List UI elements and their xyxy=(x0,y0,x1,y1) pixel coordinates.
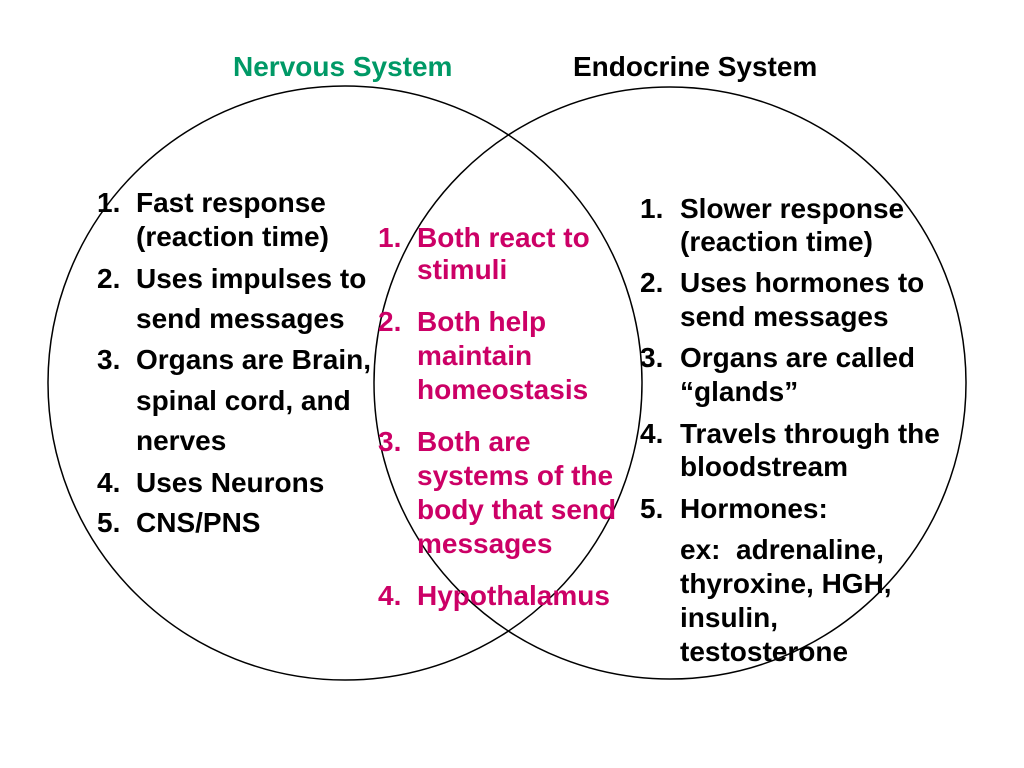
nervous-item-1-line-1: Fast response xyxy=(136,187,326,218)
shared-item-2-line-2: maintain xyxy=(417,340,533,371)
shared-item-1-number: 1. xyxy=(378,222,402,253)
shared-item-3-line-3: body that send xyxy=(417,494,617,525)
shared-item-2-line-3: homeostasis xyxy=(417,374,589,405)
endocrine-item-1-line-2: (reaction time) xyxy=(680,226,873,257)
nervous-item-2-number: 2. xyxy=(97,263,121,294)
shared-item-4-line-1: Hypothalamus xyxy=(417,580,610,611)
shared-item-3-line-2: systems of the xyxy=(417,460,614,491)
endocrine-system-title: Endocrine System xyxy=(573,51,818,82)
endocrine-item-5-line-1: Hormones: xyxy=(680,493,828,524)
endocrine-item-5-number: 5. xyxy=(640,493,664,524)
nervous-system-title: Nervous System xyxy=(233,51,453,82)
endocrine-system-circle xyxy=(373,86,967,680)
endocrine-item-1-line-1: Slower response xyxy=(680,193,905,224)
shared-item-3-line-4: messages xyxy=(417,528,553,559)
endocrine-item-2-number: 2. xyxy=(640,267,664,298)
nervous-item-3-number: 3. xyxy=(97,344,121,375)
shared-item-2-line-1: Both help xyxy=(417,306,547,337)
endocrine-item-4-line-1: Travels through the xyxy=(680,418,940,449)
endocrine-item-3-line-2: “glands” xyxy=(680,376,799,407)
endocrine-item-4-line-2: bloodstream xyxy=(680,451,849,482)
endocrine-item-3-number: 3. xyxy=(640,342,664,373)
nervous-item-3-line-3: nerves xyxy=(136,425,227,456)
endocrine-item-3-line-1: Organs are called xyxy=(680,342,916,373)
nervous-item-2-line-1: Uses impulses to xyxy=(136,263,367,294)
nervous-item-4-line-1: Uses Neurons xyxy=(136,467,325,498)
shared-item-3-line-1: Both are xyxy=(417,426,531,457)
nervous-item-4-number: 4. xyxy=(97,467,121,498)
endocrine-item-2-line-2: send messages xyxy=(680,301,889,332)
endocrine-item-1-number: 1. xyxy=(640,193,664,224)
nervous-item-5-line-1: CNS/PNS xyxy=(136,507,261,538)
endocrine-item-4-number: 4. xyxy=(640,418,664,449)
shared-item-2-number: 2. xyxy=(378,306,402,337)
nervous-item-3-line-1: Organs are Brain, xyxy=(136,344,371,375)
nervous-item-5-number: 5. xyxy=(97,507,121,538)
nervous-item-2-line-2: send messages xyxy=(136,303,345,334)
shared-item-1-line-1: Both react to xyxy=(417,222,590,253)
nervous-item-1-number: 1. xyxy=(97,187,121,218)
nervous-item-1-line-2: (reaction time) xyxy=(136,221,329,252)
endocrine-item-5-line-2: ex: adrenaline, xyxy=(680,534,884,565)
endocrine-item-5-line-5: testosterone xyxy=(680,636,849,667)
shared-item-4-number: 4. xyxy=(378,580,402,611)
nervous-item-3-line-2: spinal cord, and xyxy=(136,385,351,416)
endocrine-item-5-line-3: thyroxine, HGH, xyxy=(680,568,892,599)
endocrine-item-5-line-4: insulin, xyxy=(680,602,778,633)
shared-item-1-line-2: stimuli xyxy=(417,254,508,285)
nervous-system-circle xyxy=(47,85,643,681)
shared-item-3-number: 3. xyxy=(378,426,402,457)
endocrine-item-2-line-1: Uses hormones to xyxy=(680,267,925,298)
